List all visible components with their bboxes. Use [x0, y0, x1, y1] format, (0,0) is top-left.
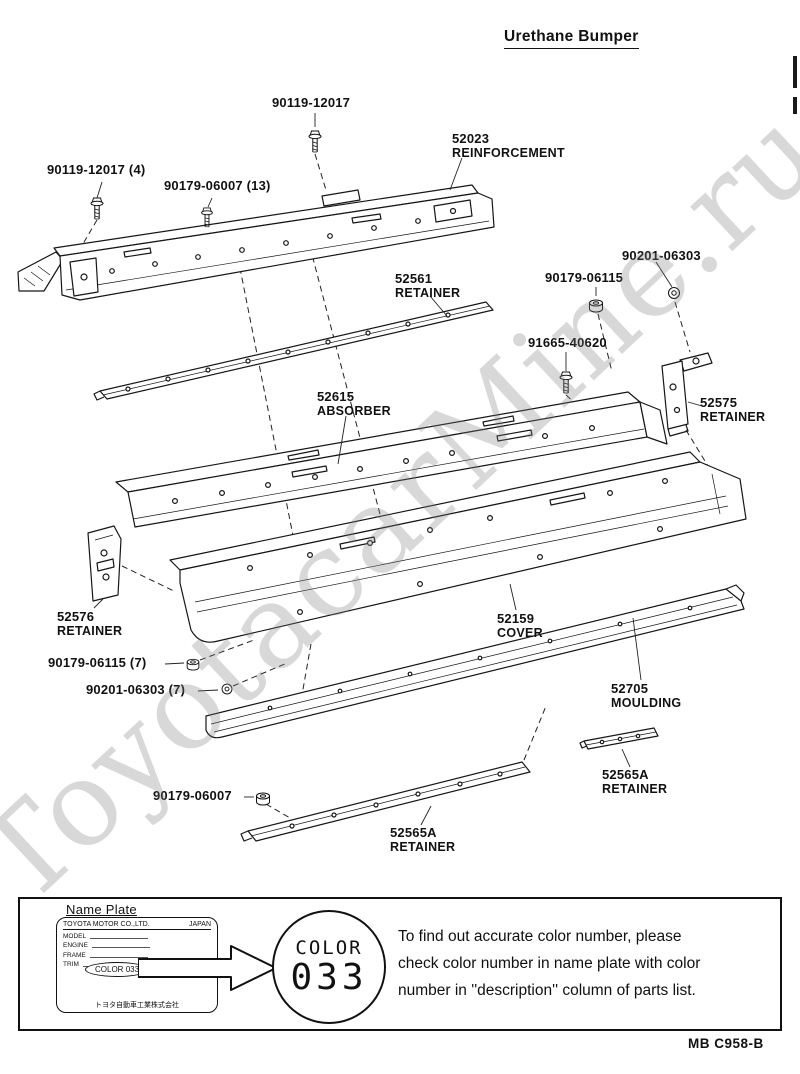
bracket-52575 — [661, 352, 713, 437]
color-note-text: To find out accurate color number, pleas… — [398, 928, 701, 999]
scan-artifacts — [793, 56, 797, 114]
plate-color-label: COLOR — [95, 965, 124, 974]
part-number: 90179-06007 — [153, 788, 232, 803]
moulding-strip — [205, 584, 745, 739]
part-number: 90179-06115 — [545, 270, 624, 285]
part-number: 52565A — [390, 825, 437, 840]
part-number: 52159 — [497, 611, 535, 626]
plate-blank-line — [89, 953, 148, 958]
callout-nut-set: 90179-06115 (7) — [48, 655, 147, 670]
absorber-bar — [115, 391, 668, 528]
callout-nut-mid: 90179-06115 — [545, 270, 624, 285]
color-badge-value: 033 — [290, 957, 368, 999]
part-number: 90179-06115 (7) — [48, 655, 147, 670]
callout-leader-lines — [93, 113, 703, 826]
callout-retainer-right: 52575 RETAINER — [700, 395, 766, 425]
color-badge-label: COLOR — [295, 937, 363, 960]
part-number: 52561 — [395, 271, 433, 286]
part-name: RETAINER — [390, 840, 456, 855]
callout-retainer-left: 52576 RETAINER — [57, 609, 123, 639]
part-name: RETAINER — [57, 624, 123, 639]
callout-cover: 52159 COVER — [497, 611, 543, 641]
part-number: 52705 — [611, 681, 649, 696]
plate-blank-line — [91, 943, 150, 948]
plate-color-oval: COLOR 033 — [85, 962, 150, 977]
part-number: 90201-06303 — [622, 248, 701, 263]
part-name: RETAINER — [700, 410, 766, 425]
part-number: 52576 — [57, 609, 95, 624]
part-number: 90201-06303 (7) — [86, 682, 186, 697]
plate-field-row: FRAME — [63, 952, 211, 959]
nut-icon — [186, 658, 200, 671]
plate-field-label: MODEL — [63, 932, 87, 940]
part-number: 90119-12017 (4) — [47, 162, 146, 177]
bolt-icon — [559, 371, 573, 394]
callout-reinforcement: 52023 REINFORCEMENT — [452, 131, 565, 161]
reinforcement-bar — [17, 184, 495, 301]
panel-heading: Name Plate — [66, 902, 137, 917]
callout-grommet-set: 90201-06303 (7) — [86, 682, 186, 697]
part-number: 52565A — [602, 767, 649, 782]
retainer-strip-bottom — [240, 761, 531, 842]
callout-bolt-right: 91665-40620 — [528, 335, 607, 350]
plate-field-label: FRAME — [63, 951, 86, 959]
name-plate-panel: Name Plate TOYOTA MOTOR CO.,LTD. JAPAN M… — [18, 897, 782, 1031]
part-number: 90179-06007 (13) — [164, 178, 271, 193]
callout-retainer-a-bottom: 52565A RETAINER — [390, 825, 456, 855]
bracket-52576 — [87, 525, 122, 602]
callout-moulding: 52705 MOULDING — [611, 681, 682, 711]
color-badge: COLOR 033 — [272, 910, 386, 1024]
part-number: 91665-40620 — [528, 335, 607, 350]
callout-bolt-left: 90119-12017 (4) — [47, 162, 146, 177]
upper-retainer-strip — [93, 301, 494, 401]
part-name: MOULDING — [611, 696, 682, 711]
callout-screw-set: 90179-06007 (13) — [164, 178, 271, 193]
plate-blank-line — [90, 934, 149, 939]
nut-icon — [589, 299, 603, 313]
part-name: COVER — [497, 626, 543, 641]
page-code: MB C958-B — [688, 1036, 764, 1051]
callout-nut-bottom: 90179-06007 — [153, 788, 232, 803]
callout-grommet-right: 90201-06303 — [622, 248, 701, 263]
part-name: RETAINER — [395, 286, 461, 301]
part-name: ABSORBER — [317, 404, 391, 419]
plate-maker: TOYOTA MOTOR CO.,LTD. — [63, 921, 150, 928]
bolt-icon — [308, 130, 322, 153]
callout-retainer-upper: 52561 RETAINER — [395, 271, 461, 301]
plate-origin: JAPAN — [188, 921, 211, 928]
bumper-cover — [169, 451, 747, 643]
part-name: RETAINER — [602, 782, 668, 797]
part-number: 52575 — [700, 395, 738, 410]
grommet-icon — [221, 683, 233, 695]
part-number: 52023 — [452, 131, 490, 146]
page-title: Urethane Bumper — [504, 28, 639, 49]
arrow-icon — [138, 945, 277, 991]
plate-color-value: 033 — [125, 965, 140, 974]
part-number: 90119-12017 — [272, 95, 351, 110]
plate-company: トヨタ自動車工業株式会社 — [95, 1002, 179, 1009]
plate-field-label: TRIM — [63, 961, 79, 968]
plate-field-row: ENGINE — [63, 942, 211, 949]
part-number: 52615 — [317, 389, 355, 404]
grommet-icon — [668, 287, 680, 299]
callout-retainer-a-right: 52565A RETAINER — [602, 767, 668, 797]
plate-field-label: ENGINE — [63, 942, 88, 949]
callout-bolt-top: 90119-12017 — [272, 95, 351, 110]
nut-icon — [256, 792, 270, 806]
plate-field-row: MODEL — [63, 933, 211, 940]
part-name: REINFORCEMENT — [452, 146, 565, 161]
callout-absorber: 52615 ABSORBER — [317, 389, 391, 419]
retainer-strip-right — [579, 727, 659, 750]
bolt-icon — [90, 197, 104, 220]
